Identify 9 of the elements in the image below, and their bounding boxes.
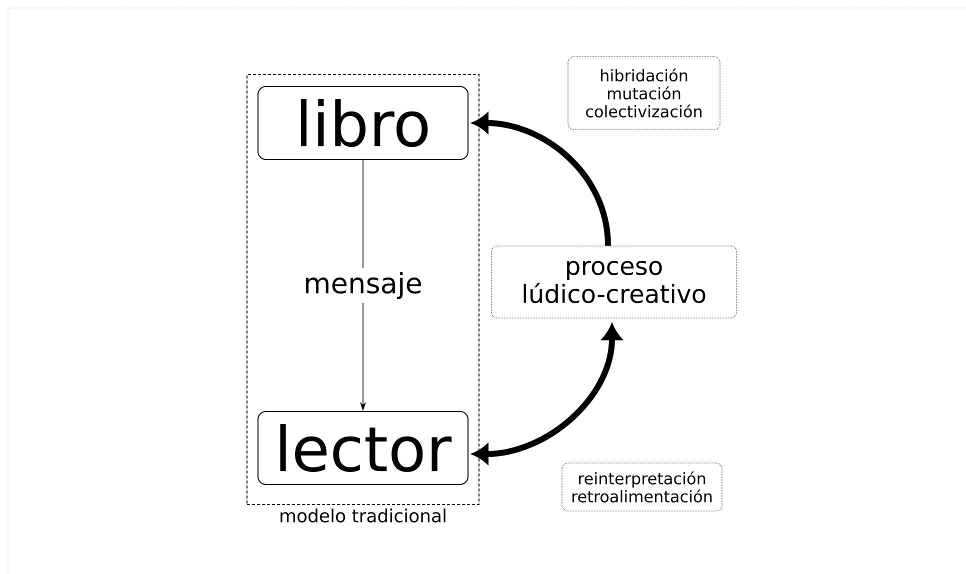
note-box: reinterpretación retroalimentación [562, 462, 722, 512]
note-box: hibridación mutación colectivización [568, 56, 720, 130]
arrow [473, 324, 622, 464]
process-box: lector [258, 411, 468, 485]
arrow [473, 114, 611, 246]
process-box: libro [258, 86, 468, 160]
node-label: modelo tradicional [280, 508, 446, 522]
note-box: proceso lúdico-creativo [491, 246, 737, 318]
edge-label: mensaje [300, 268, 426, 304]
